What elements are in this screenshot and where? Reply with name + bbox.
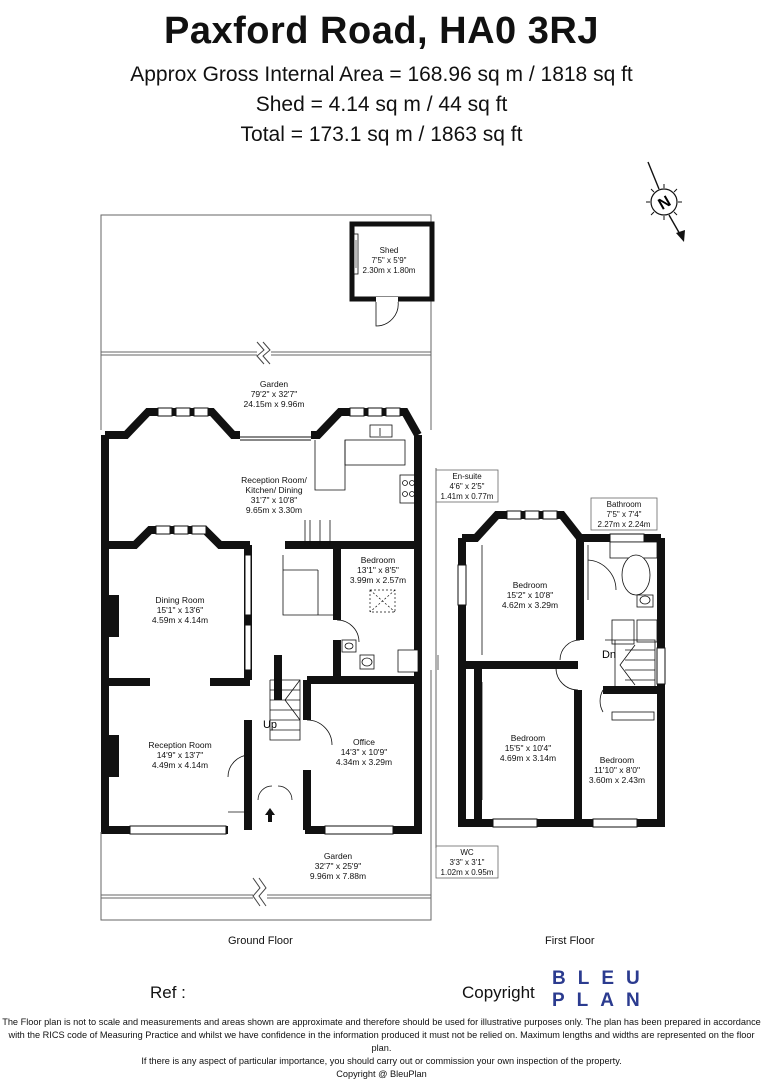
- bathroom-name: Bathroom: [607, 500, 642, 509]
- rear-garden-imperial: 79'2" x 32'7": [251, 389, 298, 399]
- reception-room-imperial: 14'9" x 13'7": [157, 750, 204, 760]
- ff-bedroom3-imperial: 11'10" x 8'0": [594, 765, 640, 775]
- disclaimer: The Floor plan is not to scale and measu…: [0, 1016, 763, 1081]
- wc-name: WC: [460, 848, 474, 857]
- ff-bedroom1-name: Bedroom: [513, 580, 548, 590]
- disclaimer-line-1: The Floor plan is not to scale and measu…: [2, 1017, 761, 1027]
- reception-room-metric: 4.49m x 4.14m: [152, 760, 208, 770]
- stairs-down-label: Dn: [602, 649, 616, 661]
- shed-area-line: Shed = 4.14 sq m / 44 sq ft: [255, 93, 508, 116]
- reception-kitchen-name: Reception Room/: [241, 475, 307, 485]
- logo-top: BLEU: [552, 968, 652, 989]
- disclaimer-line-2: with the RICS code of Measuring Practice…: [8, 1030, 755, 1053]
- bathroom-metric: 2.27m x 2.24m: [598, 520, 651, 529]
- front-garden-metric: 9.96m x 7.88m: [310, 871, 366, 881]
- reception-room-name: Reception Room: [148, 740, 211, 750]
- gf-bedroom-imperial: 13'1" x 8'5": [357, 565, 399, 575]
- logo-bottom: PLAN: [552, 990, 652, 1011]
- first-floor-label: First Floor: [545, 935, 595, 947]
- office-imperial: 14'3" x 10'9": [341, 747, 388, 757]
- ref-label: Ref :: [150, 983, 186, 1002]
- ff-bedroom1-metric: 4.62m x 3.29m: [502, 600, 558, 610]
- ff-bedroom2-imperial: 15'5" x 10'4": [505, 743, 552, 753]
- disclaimer-line-3: If there is any aspect of particular imp…: [141, 1056, 622, 1066]
- ensuite-metric: 1.41m x 0.77m: [441, 492, 494, 501]
- copyright-label: Copyright: [462, 983, 535, 1002]
- shed-outline: [349, 221, 435, 327]
- shed-metric: 2.30m x 1.80m: [363, 266, 416, 275]
- dining-room-metric: 4.59m x 4.14m: [152, 615, 208, 625]
- page-title: Paxford Road, HA0 3RJ: [164, 10, 599, 52]
- rear-garden-name: Garden: [260, 379, 289, 389]
- office-name: Office: [353, 737, 375, 747]
- ff-bedroom2-name: Bedroom: [511, 733, 546, 743]
- office-metric: 4.34m x 3.29m: [336, 757, 392, 767]
- bathroom-imperial: 7'5" x 7'4": [607, 510, 642, 519]
- ff-bedroom1-imperial: 15'2" x 10'8": [507, 590, 554, 600]
- reception-kitchen-metric: 9.65m x 3.30m: [246, 505, 302, 515]
- front-garden-imperial: 32'7" x 25'9": [315, 861, 362, 871]
- shed-name: Shed: [380, 246, 399, 255]
- dining-room-imperial: 15'1" x 13'6": [157, 605, 204, 615]
- rear-garden-metric: 24.15m x 9.96m: [244, 399, 305, 409]
- bleuplan-logo: BLEU PLAN: [552, 968, 652, 1012]
- gross-area-line: Approx Gross Internal Area = 168.96 sq m…: [130, 63, 633, 86]
- stairs-up-label: Up: [263, 719, 277, 731]
- shed-imperial: 7'5" x 5'9": [372, 256, 407, 265]
- ensuite-name: En-suite: [452, 472, 482, 481]
- wc-imperial: 3'3" x 3'1": [450, 858, 485, 867]
- ff-bedroom2-metric: 4.69m x 3.14m: [500, 753, 556, 763]
- ff-bedroom3-name: Bedroom: [600, 755, 635, 765]
- front-garden-name: Garden: [324, 851, 353, 861]
- wc-metric: 1.02m x 0.95m: [441, 868, 494, 877]
- ensuite-imperial: 4'6" x 2'5": [450, 482, 485, 491]
- disclaimer-line-4: Copyright @ BleuPlan: [336, 1069, 427, 1079]
- gf-bedroom-name: Bedroom: [361, 555, 396, 565]
- reception-kitchen-name2: Kitchen/ Dining: [245, 485, 302, 495]
- reception-kitchen-imperial: 31'7" x 10'8": [251, 495, 298, 505]
- dining-room-name: Dining Room: [155, 595, 204, 605]
- compass-icon: N: [646, 161, 685, 242]
- gf-bedroom-metric: 3.99m x 2.57m: [350, 575, 406, 585]
- ground-floor-label: Ground Floor: [228, 935, 293, 947]
- total-area-line: Total = 173.1 sq m / 1863 sq ft: [240, 123, 523, 146]
- ff-bedroom3-metric: 3.60m x 2.43m: [589, 775, 645, 785]
